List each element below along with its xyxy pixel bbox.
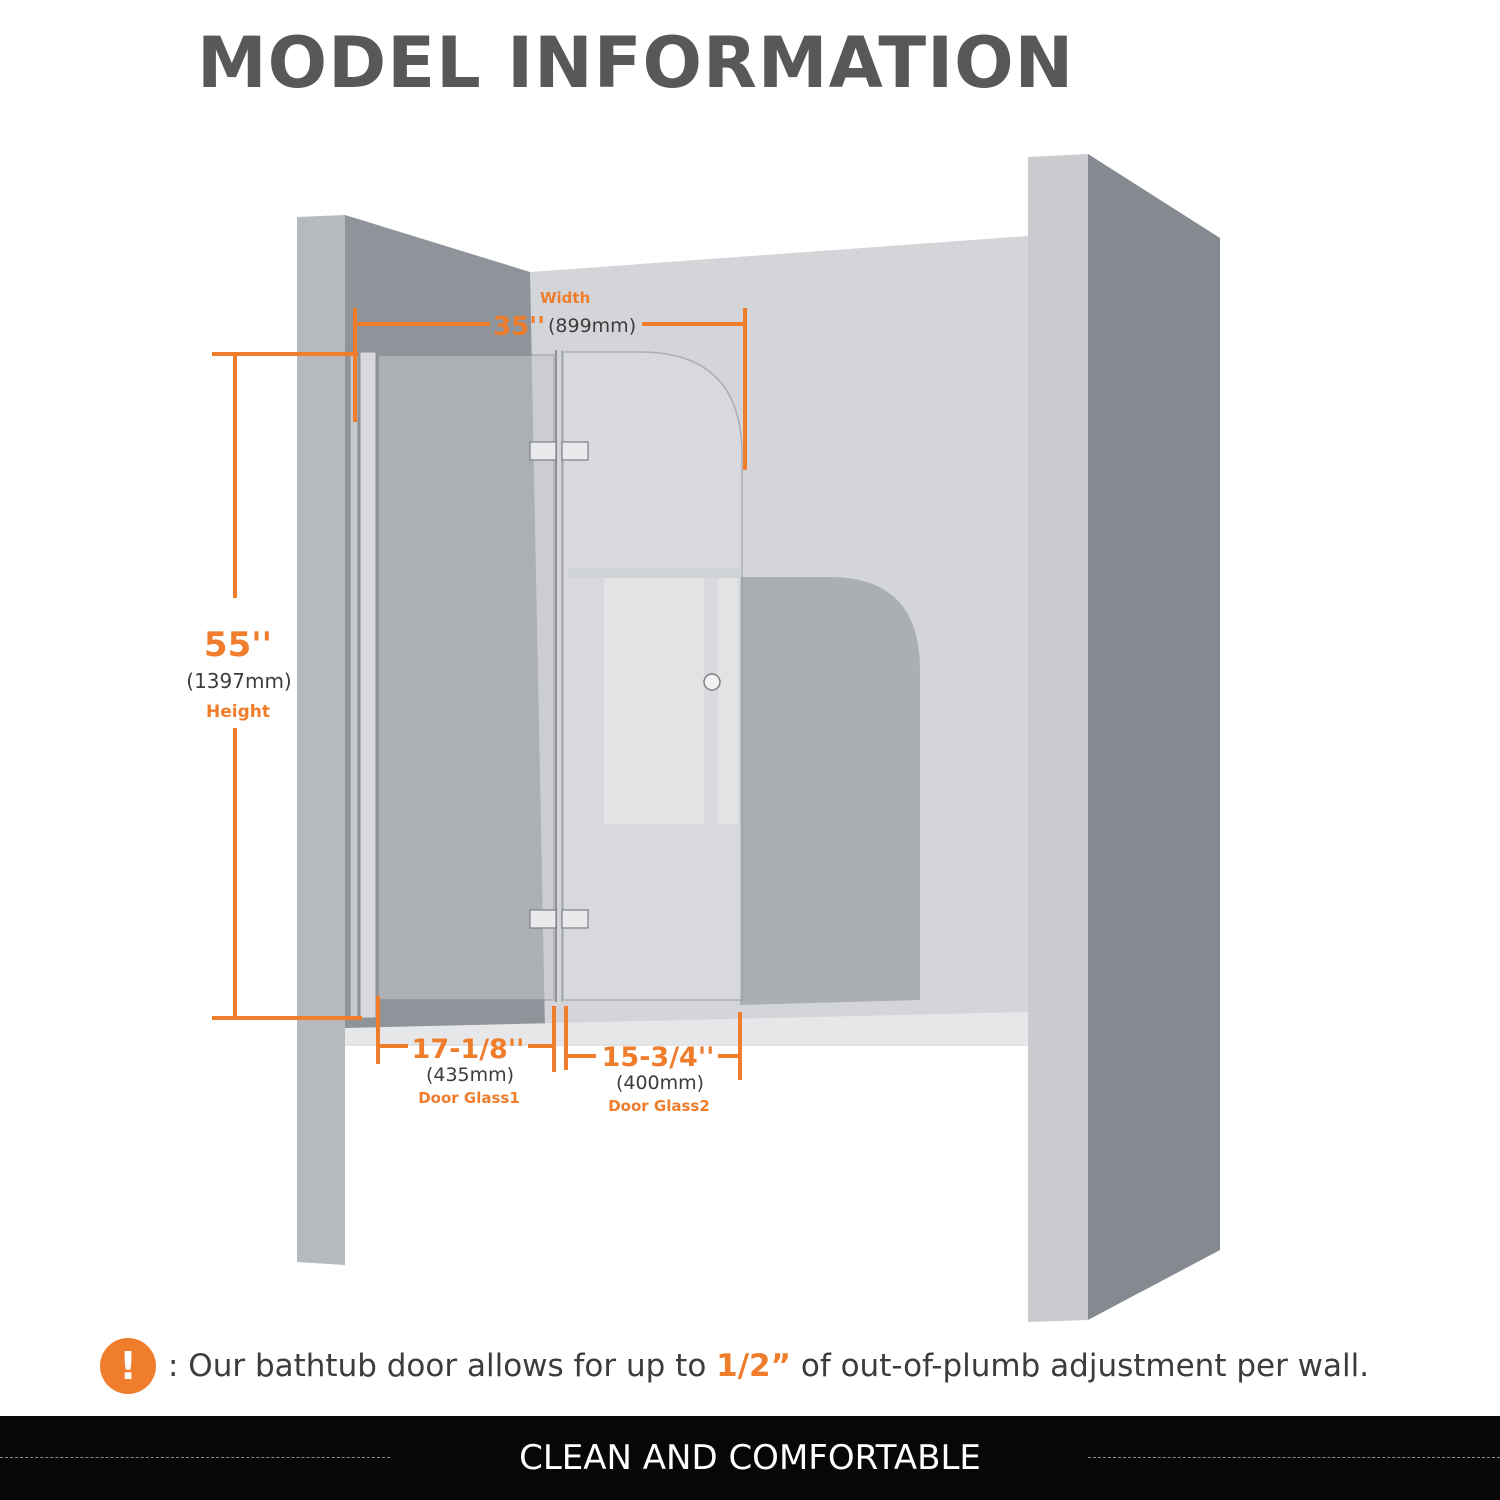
glass2-label: Door Glass2 <box>608 1097 710 1115</box>
bathtub-front <box>345 1045 1028 1322</box>
door-reflection <box>740 577 920 1005</box>
hinge-top <box>529 441 589 461</box>
adjustment-note: ! : Our bathtub door allows for up to 1/… <box>100 1338 1369 1394</box>
glass2-dimension-line <box>564 1006 742 1080</box>
right-column-side <box>1088 154 1220 1320</box>
width-mm: (899mm) <box>548 315 636 337</box>
glass2-inches: 15-3/4'' <box>602 1042 715 1073</box>
footer-banner: CLEAN AND COMFORTABLE <box>0 1416 1500 1500</box>
door-glass-1 <box>377 354 555 1001</box>
left-front-column <box>297 215 345 1265</box>
glass1-mm: (435mm) <box>426 1064 514 1086</box>
width-dimension-line <box>353 308 747 470</box>
footer-text: CLEAN AND COMFORTABLE <box>519 1438 981 1478</box>
note-highlight: 1/2” <box>716 1348 791 1384</box>
height-inches: 55'' <box>204 625 272 665</box>
door-knob <box>703 673 721 691</box>
note-text: : Our bathtub door allows for up to 1/2”… <box>168 1348 1369 1384</box>
door-glass-2 <box>562 351 743 1001</box>
width-inches: 35'' <box>493 312 545 342</box>
footer-divider-right <box>1088 1457 1500 1458</box>
width-label: Width <box>540 289 590 307</box>
hinge-bottom <box>529 909 589 929</box>
wall-channel <box>349 351 359 1019</box>
footer-divider-left <box>0 1457 390 1458</box>
height-dimension-line <box>212 352 362 1020</box>
warning-icon: ! <box>100 1338 156 1394</box>
glass1-dimension-line <box>376 996 556 1072</box>
note-prefix: : Our bathtub door allows for up to <box>168 1348 717 1384</box>
height-mm: (1397mm) <box>186 669 291 693</box>
glass1-label: Door Glass1 <box>418 1089 520 1107</box>
page-title: MODEL INFORMATION <box>197 22 1075 104</box>
glass1-inches: 17-1/8'' <box>412 1034 525 1065</box>
tub-ledge <box>345 1012 1028 1050</box>
bathtub-diagram: Width 35'' (899mm) 55'' (1397mm) Height … <box>186 154 1220 1322</box>
right-column <box>1028 154 1088 1322</box>
note-suffix: of out-of-plumb adjustment per wall. <box>791 1348 1370 1384</box>
height-label: Height <box>206 702 270 722</box>
glass2-mm: (400mm) <box>616 1072 704 1094</box>
